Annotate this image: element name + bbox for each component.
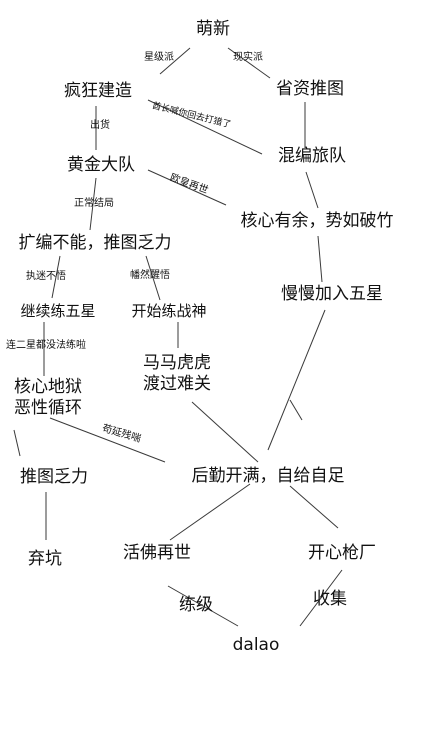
node-qikeng: 弃坑 [28,549,62,569]
edge-line [267,309,326,451]
node-mengxin: 萌新 [196,19,230,39]
edge-line [289,399,303,421]
node-houqin-kaiman: 后勤开满，自给自足 [191,466,345,486]
node-tuitu-fali: 推图乏力 [20,467,88,487]
edge-line [191,401,259,463]
edge-line [289,485,339,529]
edge-line [167,585,239,627]
node-huofo-zaishi: 活佛再世 [123,543,191,563]
node-kaixin-qiangchang: 开心枪厂 [308,543,376,563]
node-shengzi-tuitu: 省资推图 [276,79,344,99]
edge-label-zhengchang: 正常结局 [74,198,114,209]
node-manman-jiaru: 慢慢加入五星 [281,284,383,304]
node-lianji: 练级 [179,595,213,615]
node-hexin-youyu: 核心有余，势如破竹 [240,211,394,231]
edge-line [147,169,227,206]
edge-label-xianshi: 现实派 [233,52,263,63]
edge-line [145,255,161,301]
edge-line [159,47,191,75]
edge-line [13,429,21,457]
edge-line [51,255,61,299]
edge-label-zhimi: 执迷不悟 [26,271,66,282]
node-kuobian-buneng: 扩编不能，推图乏力 [18,233,172,253]
node-kaishi-lian-zhanshen: 开始练战神 [131,302,207,320]
node-hexin-diyu: 核心地狱 恶性循环 [14,377,82,419]
edge-line [227,47,271,79]
edge-line [49,417,166,463]
edge-label-chuhuo: 出货 [90,120,110,131]
edge-line [299,569,343,627]
edge-line [317,235,323,283]
edge-label-xingji: 星级派 [144,52,174,63]
node-shouji: 收集 [313,589,347,609]
node-fengkuang-jianzao: 疯狂建造 [64,81,132,101]
node-mama-huhu: 马马虎虎 渡过难关 [143,353,211,395]
edge-label-fuyan: 幡然醒悟 [130,270,170,281]
edge-line [147,99,263,155]
node-dalao: dalao [232,635,280,655]
edge-line [169,483,251,541]
edge-label-lianer: 连二星都没法练啦 [6,340,86,351]
node-huangjin-dadui: 黄金大队 [67,155,135,175]
node-hunbian-lvdui: 混编旅队 [278,146,346,166]
edge-line [305,171,319,209]
node-jixu-lian-wuxing: 继续练五星 [20,302,96,320]
edge-line [89,177,97,231]
